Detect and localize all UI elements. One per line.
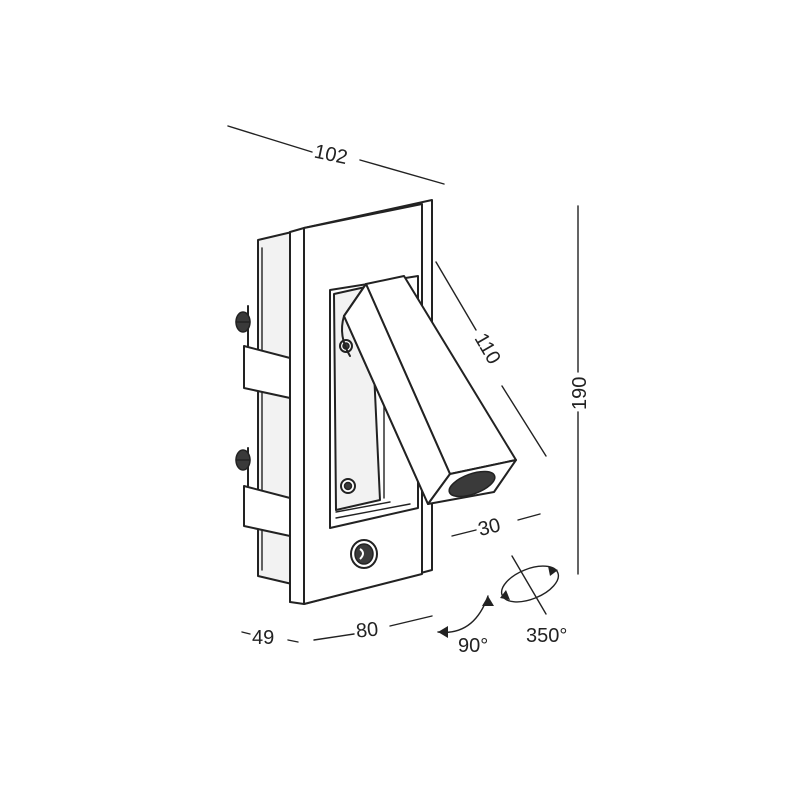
dim-arm-length-label: 110 xyxy=(470,330,505,369)
tilt-indicator: 90° xyxy=(437,595,494,657)
tilt-angle-label: 90° xyxy=(458,635,488,657)
dim-plate-width: 80 xyxy=(313,615,433,643)
switch-button xyxy=(350,539,378,569)
dim-height: 190 xyxy=(569,205,591,575)
rotation-indicator: 350° xyxy=(500,555,567,647)
dim-arm-width-label: 30 xyxy=(476,514,503,541)
dim-top-width: 102 xyxy=(227,125,445,185)
rotation-angle-label: 350° xyxy=(526,625,567,647)
back-housing xyxy=(243,231,293,585)
recess-screw-lower xyxy=(340,478,356,494)
dim-depth: 49 xyxy=(241,627,299,649)
dim-plate-width-label: 80 xyxy=(355,618,379,642)
mounting-screw-lower xyxy=(235,447,251,487)
mounting-screw-upper xyxy=(235,305,251,347)
dim-top-width-label: 102 xyxy=(312,141,349,169)
dim-depth-label: 49 xyxy=(252,627,274,649)
light-arm xyxy=(341,275,517,505)
dim-arm-width: 30 xyxy=(451,513,541,541)
dim-height-label: 190 xyxy=(569,377,591,410)
